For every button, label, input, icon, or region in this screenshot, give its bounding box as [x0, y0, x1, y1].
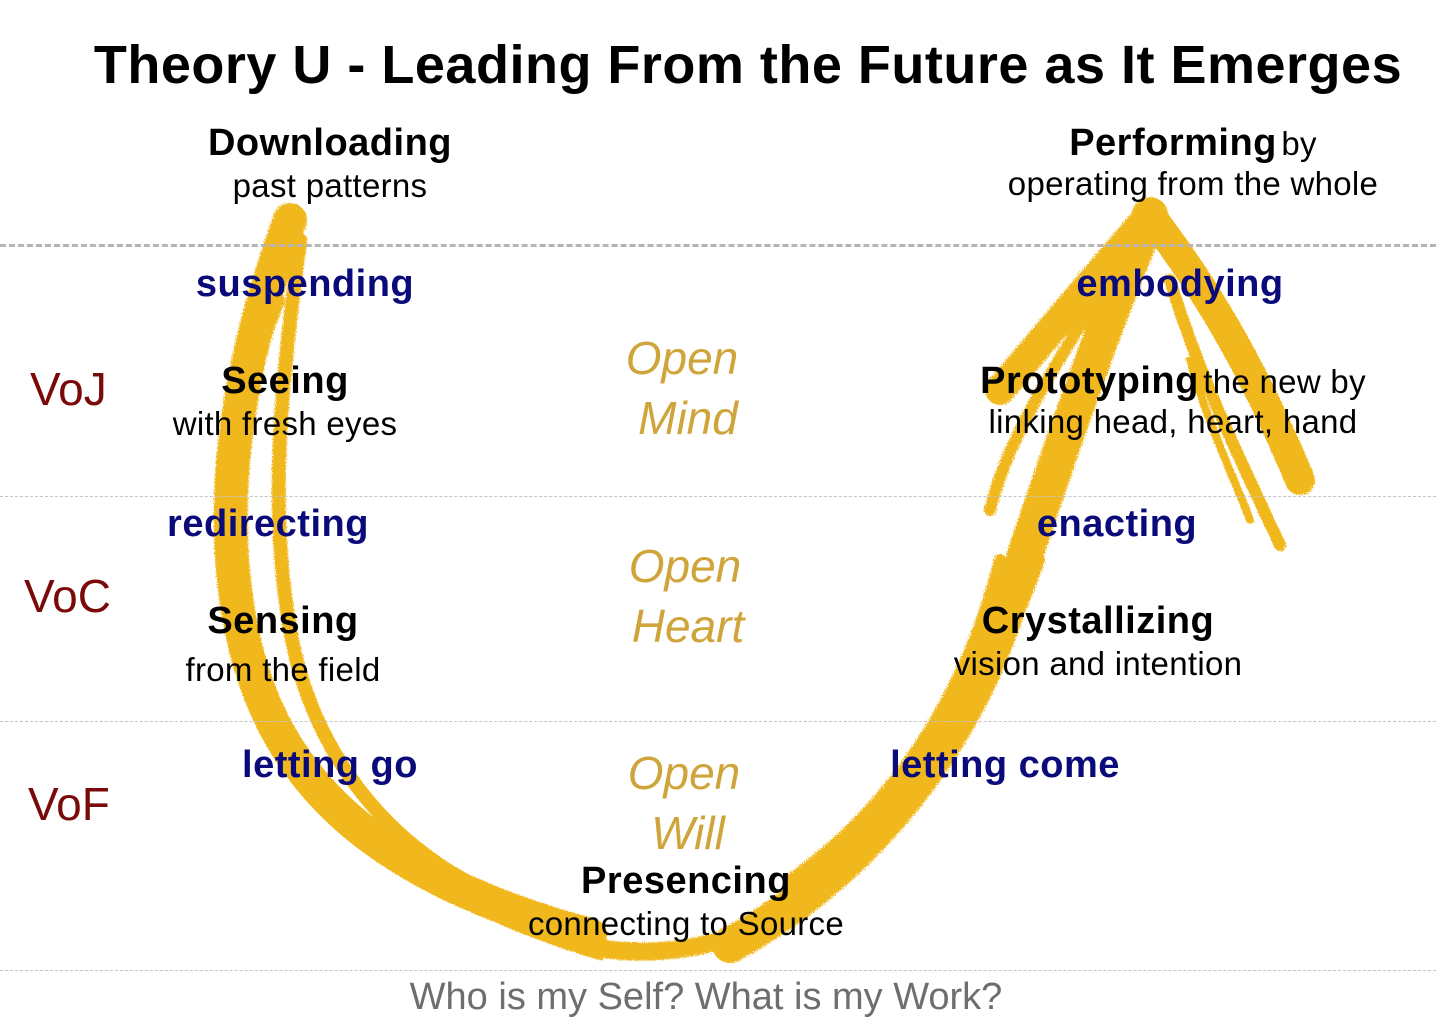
open-will: Open Will: [628, 743, 741, 863]
u-arrow-left-strand: [235, 295, 605, 960]
open-heart-line2: Heart: [631, 600, 745, 652]
divider-line-top: [0, 244, 1436, 247]
movement-embodying: embodying: [1076, 263, 1284, 305]
movement-suspending: suspending: [195, 263, 415, 305]
movement-enacting: enacting: [1036, 503, 1198, 545]
u-arrow-head-right: [1186, 356, 1254, 524]
open-will-line1: Open: [627, 747, 741, 799]
stage-performing-name: Performing: [1069, 122, 1277, 164]
open-heart-line1: Open: [628, 540, 742, 592]
stage-prototyping-inline: the new by: [1203, 363, 1366, 400]
open-mind-line2: Mind: [638, 392, 738, 444]
u-arrow-left-strand: [271, 233, 567, 925]
u-arrow-right-strand: [755, 555, 1045, 920]
u-arrow-head-right: [1135, 200, 1315, 495]
stage-prototyping-name: Prototyping: [980, 360, 1199, 402]
open-mind-line1: Open: [625, 332, 739, 384]
u-arrow-right-strand: [712, 197, 1168, 963]
divider-line-mind-heart: [0, 496, 1436, 497]
stage-sensing: Sensing from the field: [186, 600, 381, 689]
stage-crystallizing: Crystallizing vision and intention: [954, 600, 1243, 683]
voice-of-judgment: VoJ: [30, 363, 107, 415]
stage-crystallizing-desc: vision and intention: [953, 645, 1243, 682]
stage-downloading-name: Downloading: [207, 122, 453, 164]
open-will-line2: Will: [651, 807, 725, 859]
stage-downloading: Downloading past patterns: [208, 122, 452, 205]
stage-seeing-name: Seeing: [221, 360, 349, 402]
stage-seeing: Seeing with fresh eyes: [173, 360, 398, 443]
bottom-question: Who is my Self? What is my Work?: [409, 976, 1003, 1018]
stage-prototyping-desc: linking head, heart, hand: [988, 403, 1358, 440]
stage-presencing-name: Presencing: [581, 860, 791, 902]
divider-line-heart-will: [0, 721, 1436, 722]
u-arrow-left-strand: [213, 203, 607, 952]
page-title: Theory U - Leading From the Future as It…: [93, 35, 1403, 95]
movement-letting-come: letting come: [890, 744, 1120, 786]
voice-of-fear: VoF: [28, 778, 110, 830]
stage-sensing-desc: from the field: [185, 651, 381, 688]
u-arrow-head-left: [985, 200, 1165, 405]
stage-presencing: Presencing connecting to Source: [528, 860, 844, 943]
open-mind: Open Mind: [626, 328, 739, 448]
stage-seeing-desc: with fresh eyes: [172, 405, 398, 442]
movement-redirecting: redirecting: [167, 503, 369, 545]
stage-downloading-desc: past patterns: [232, 167, 428, 204]
stage-crystallizing-name: Crystallizing: [981, 600, 1215, 642]
u-arrow-head-right: [1164, 274, 1286, 551]
voice-of-cynicism: VoC: [24, 570, 111, 622]
divider-line-bottom: [0, 970, 1436, 971]
stage-sensing-name: Sensing: [207, 600, 359, 642]
stage-performing-inline: by: [1281, 125, 1317, 162]
stage-performing-desc: operating from the whole: [1007, 165, 1379, 202]
stage-prototyping: Prototyping the new by linking head, hea…: [980, 360, 1366, 441]
stage-performing: Performing by operating from the whole: [1008, 122, 1378, 203]
movement-letting-go: letting go: [242, 744, 418, 786]
open-heart: Open Heart: [626, 536, 745, 656]
u-arrow-right-strand: [784, 554, 1006, 886]
u-arrow-head-left: [984, 254, 1126, 516]
stage-presencing-desc: connecting to Source: [527, 905, 845, 942]
